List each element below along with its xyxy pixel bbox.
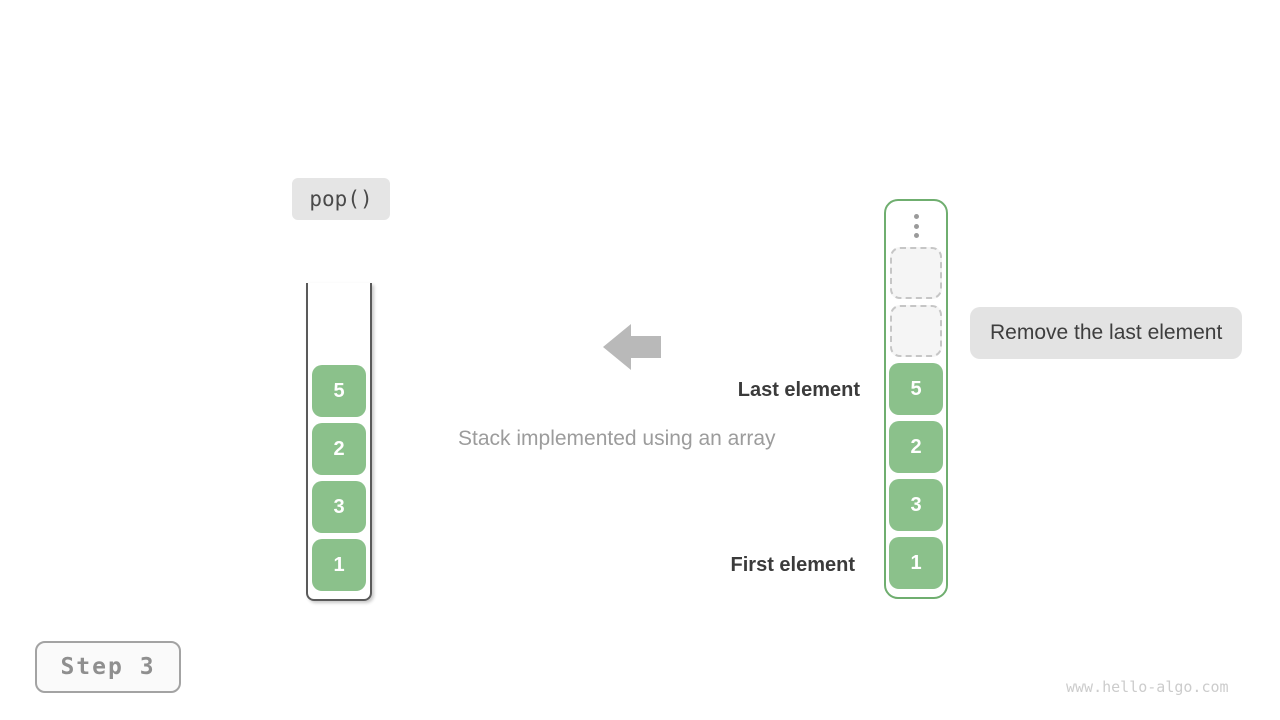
diagram-caption: Stack implemented using an array [458,427,776,450]
stack-cell: 3 [889,479,943,531]
stack-cell: 2 [312,423,366,475]
stack-cell: 5 [312,365,366,417]
array-stack-view: 5 2 3 1 [884,199,948,599]
vertical-ellipsis-icon [913,214,919,238]
stack-cell: 1 [889,537,943,589]
stack-cell: 2 [889,421,943,473]
stack-view: 5 2 3 1 [306,283,372,601]
stack-cell: 5 [889,363,943,415]
stack-cell: 3 [312,481,366,533]
pop-operation-label: pop() [292,178,390,220]
step-badge: Step 3 [35,641,181,693]
first-element-label: First element [730,554,855,576]
empty-array-slot [890,247,942,299]
empty-array-slot [890,305,942,357]
watermark: www.hello-algo.com [1066,678,1229,696]
stack-cell: 1 [312,539,366,591]
last-element-label: Last element [737,379,860,401]
left-arrow-icon [603,324,661,377]
remove-note: Remove the last element [970,307,1243,359]
